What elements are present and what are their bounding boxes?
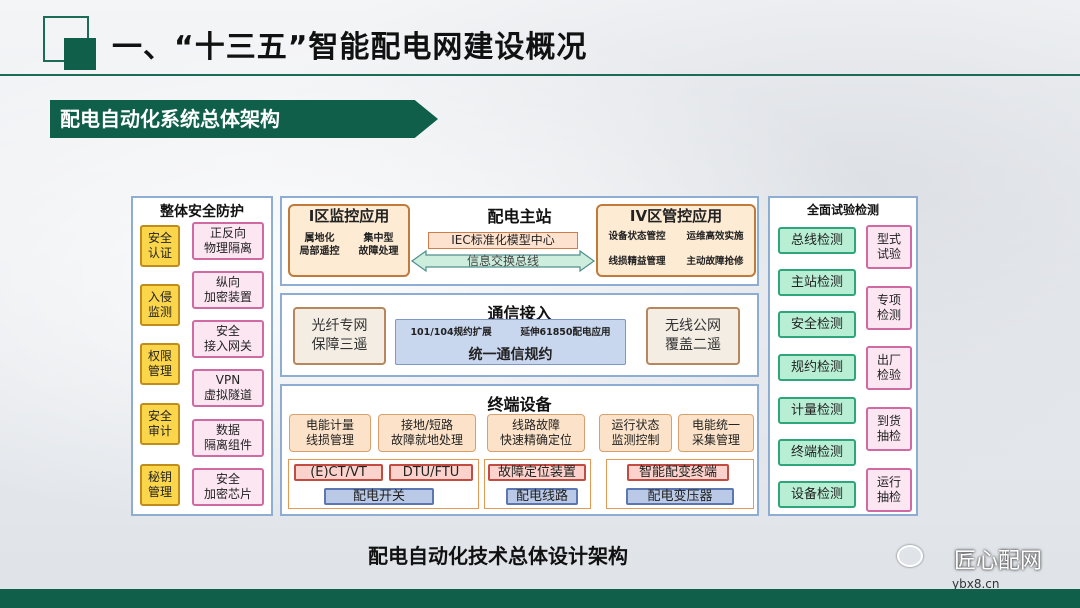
test-stage: 运行 抽检 [866, 468, 912, 512]
fiber-network-box: 光纤专网 保障三遥 [293, 307, 386, 365]
security-category: 入侵 监测 [140, 284, 180, 326]
wireless-network-box: 无线公网 覆盖二遥 [646, 307, 740, 365]
info-exchange-bus: 信息交换总线 [466, 253, 539, 268]
watermark: ybx8.cn [952, 577, 1000, 591]
testing-panel-title: 全面试验检测 [806, 203, 879, 217]
header-logo-square [64, 38, 96, 70]
zone4-item: 设备状态管控 [608, 231, 666, 242]
master-station-title: 配电主站 [487, 207, 552, 226]
security-measure: 安全 加密芯片 [192, 468, 264, 506]
switch-group-frame [288, 459, 479, 509]
master-station-panel: 配电主站 I区监控应用 属地化 局部遥控 集中型 故障处理 IV区管控应用 设备… [280, 196, 759, 286]
terminal-function: 电能计量 线损管理 [289, 414, 371, 452]
terminal-function: 运行状态 监测控制 [599, 414, 672, 452]
security-category: 秘钥 管理 [140, 464, 180, 506]
testing-panel: 全面试验检测 总线检测 主站检测 安全检测 规约检测 计量检测 终端检测 设备检… [768, 196, 918, 516]
zone4-title: IV区管控应用 [629, 207, 723, 225]
header-divider [0, 74, 1080, 76]
test-item: 安全检测 [778, 311, 856, 338]
brand-label: 匠心配网 [953, 549, 1042, 574]
terminal-device: 智能配变终端 [627, 464, 729, 481]
communication-title: 通信接入 [487, 304, 552, 323]
section-banner: 配电自动化系统总体架构 [50, 100, 438, 138]
security-measure: 安全 接入网关 [192, 320, 264, 358]
unified-protocol-box: 101/104规约扩展 延伸61850配电应用 统一通信规约 [395, 319, 626, 365]
security-category: 安全 认证 [140, 225, 180, 267]
test-item: 设备检测 [778, 481, 856, 508]
security-measure: VPN 虚拟隧道 [192, 369, 264, 407]
test-stage: 专项 检测 [866, 286, 912, 330]
security-panel-title: 整体安全防护 [160, 204, 244, 220]
terminal-device: DTU/FTU [389, 464, 473, 481]
unified-protocol-label: 统一通信规约 [468, 347, 553, 363]
test-item: 规约检测 [778, 354, 856, 381]
terminal-device: (E)CT/VT [294, 464, 383, 481]
terminal-function: 电能统一 采集管理 [678, 414, 754, 452]
test-item: 总线检测 [778, 227, 856, 254]
terminal-function: 线路故障 快速精确定位 [487, 414, 585, 452]
device-group-label: 配电线路 [506, 488, 578, 505]
terminal-panel: 终端设备 电能计量 线损管理 接地/短路 故障就地处理 线路故障 快速精确定位 … [280, 384, 759, 516]
security-panel: 整体安全防护 安全 认证 入侵 监测 权限 管理 安全 审计 秘钥 管理 正反向… [131, 196, 273, 516]
zone4-item: 线损精益管理 [608, 256, 666, 267]
footer-bar [0, 589, 1080, 608]
zone1-monitoring-box: I区监控应用 属地化 局部遥控 集中型 故障处理 [288, 204, 410, 277]
test-item: 终端检测 [778, 439, 856, 466]
zone1-item: 集中型 故障处理 [358, 233, 399, 257]
test-item: 计量检测 [778, 397, 856, 424]
zone1-item: 属地化 局部遥控 [299, 233, 340, 257]
iec-model-center: IEC标准化模型中心 [428, 232, 578, 249]
zone4-item: 主动故障抢修 [686, 256, 744, 267]
security-measure: 正反向 物理隔离 [192, 222, 264, 260]
test-stage: 到货 抽检 [866, 407, 912, 451]
communication-panel: 通信接入 光纤专网 保障三遥 无线公网 覆盖二遥 101/104规约扩展 延伸6… [280, 293, 759, 377]
security-category: 权限 管理 [140, 343, 180, 385]
zone4-item: 运维高效实施 [686, 231, 744, 242]
zone1-title: I区监控应用 [308, 207, 390, 225]
protocol-extension: 101/104规约扩展 [410, 327, 492, 338]
terminal-function: 接地/短路 故障就地处理 [378, 414, 476, 452]
security-category: 安全 审计 [140, 403, 180, 445]
test-item: 主站检测 [778, 269, 856, 296]
test-stage: 出厂 检验 [866, 346, 912, 390]
terminal-title: 终端设备 [487, 395, 552, 414]
diagram-caption: 配电自动化技术总体设计架构 [368, 544, 628, 568]
page-title: 一、“十三五”智能配电网建设概况 [112, 30, 588, 65]
protocol-extension: 延伸61850配电应用 [520, 327, 611, 338]
info-bus-arrow [410, 250, 596, 272]
device-group-label: 配电变压器 [626, 488, 734, 505]
zone4-management-box: IV区管控应用 设备状态管控 运维高效实施 线损精益管理 主动故障抢修 [596, 204, 756, 277]
test-stage: 型式 试验 [866, 225, 912, 269]
security-measure: 纵向 加密装置 [192, 271, 264, 309]
terminal-device: 故障定位装置 [488, 464, 586, 481]
transformer-group-frame [606, 459, 754, 509]
line-group-frame [484, 459, 591, 509]
device-group-label: 配电开关 [324, 488, 434, 505]
wechat-icon [897, 545, 923, 567]
security-measure: 数据 隔离组件 [192, 419, 264, 457]
